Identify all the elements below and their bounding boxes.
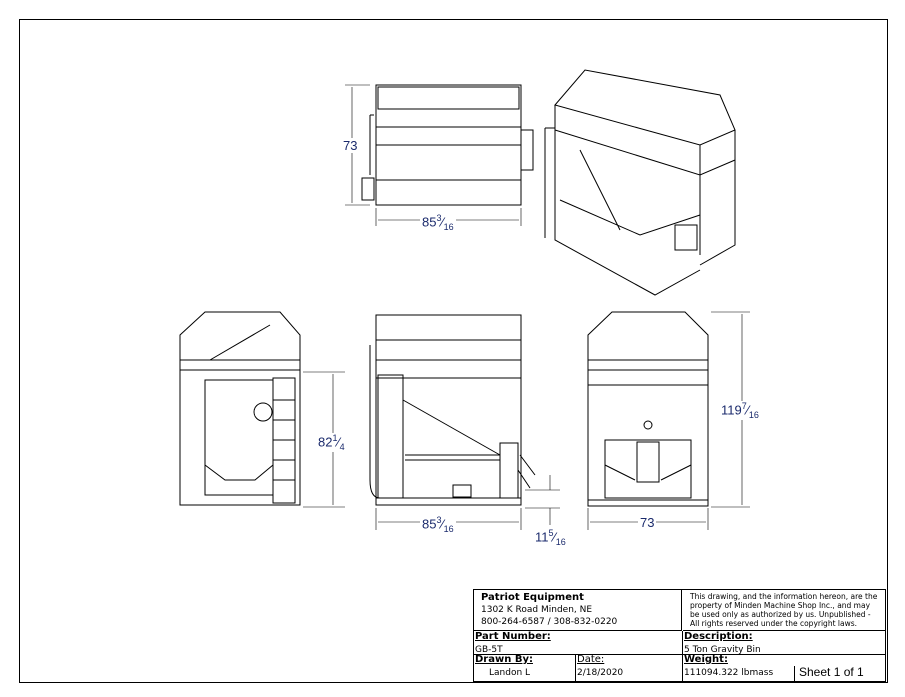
copyright-notice: This drawing, and the information hereon… — [683, 590, 885, 631]
dim-end-width: 73 — [638, 515, 657, 530]
part-number: GB-5T — [475, 645, 503, 655]
title-block: Patriot Equipment 1302 K Road Minden, NE… — [473, 589, 886, 682]
sheet-border — [19, 19, 888, 683]
company-address: 1302 K Road Minden, NE — [481, 605, 593, 615]
weight-label: Weight: — [684, 654, 728, 665]
date: 2/18/2020 — [577, 668, 624, 678]
drawn-by-label: Drawn By: — [475, 654, 533, 665]
dim-top-height: 73 — [343, 138, 358, 153]
isometric-view — [544, 69, 736, 296]
right-end-view — [587, 311, 750, 530]
left-end-view — [179, 311, 345, 508]
company-name: Patriot Equipment — [481, 592, 584, 603]
dim-clearance: 115⁄16 — [535, 528, 566, 547]
weight: 111094.322 lbmass — [684, 668, 774, 678]
dim-top-width: 853⁄16 — [420, 213, 456, 232]
drawn-by: Landon L — [489, 668, 531, 678]
sheet-number: Sheet 1 of 1 — [799, 665, 864, 679]
company-phone: 800-264-6587 / 308-832-0220 — [481, 617, 618, 627]
dim-front-width: 853⁄16 — [420, 515, 456, 534]
side-view — [369, 314, 560, 530]
description-label: Description: — [684, 631, 753, 642]
part-number-label: Part Number: — [475, 631, 551, 642]
top-view — [345, 84, 534, 226]
dim-left-height: 821⁄4 — [318, 433, 345, 452]
description: 5 Ton Gravity Bin — [684, 645, 761, 655]
date-label: Date: — [577, 654, 605, 665]
dim-overall-height: 1197⁄16 — [721, 401, 759, 420]
